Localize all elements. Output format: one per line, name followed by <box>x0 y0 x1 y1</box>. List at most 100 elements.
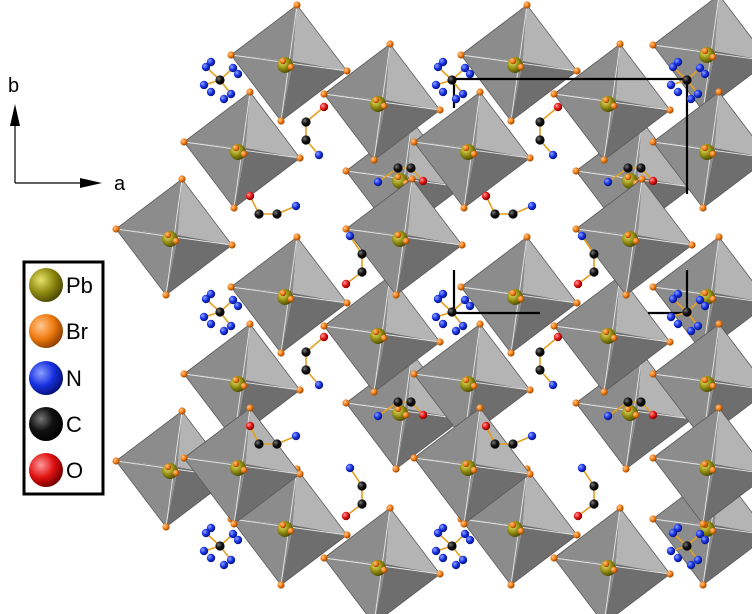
br-atom <box>230 520 238 528</box>
n-atom <box>226 89 236 99</box>
organic-cation <box>481 191 537 219</box>
br-atom <box>320 90 328 98</box>
o-atom <box>245 191 255 201</box>
legend-label-c: C <box>66 412 82 437</box>
br-atom <box>410 454 418 462</box>
ammonium-cation <box>431 523 475 570</box>
br-atom <box>507 117 515 125</box>
octahedron-face <box>116 411 182 467</box>
octahedron-face <box>461 5 527 61</box>
br-atom <box>649 370 657 378</box>
pbbr6-octahedron <box>112 175 236 299</box>
c-atom <box>682 75 692 85</box>
c-atom <box>589 249 599 259</box>
br-atom <box>372 96 380 104</box>
br-atom <box>230 204 238 212</box>
n-atom <box>206 553 216 563</box>
octahedron-face <box>703 464 752 524</box>
br-atom <box>701 460 709 468</box>
br-swatch <box>29 314 63 348</box>
legend-item-c: C <box>29 407 82 441</box>
octahedron-face <box>414 324 480 380</box>
n-atom <box>206 87 216 97</box>
octahedron-face <box>281 293 347 353</box>
br-atom <box>624 173 632 181</box>
n-atom <box>438 553 448 563</box>
octahedron-face <box>231 287 293 353</box>
br-atom <box>436 106 444 114</box>
br-atom <box>699 520 707 528</box>
br-atom <box>507 581 515 589</box>
octahedron-face <box>464 464 530 524</box>
n-atom <box>458 555 468 565</box>
c-atom <box>406 163 416 173</box>
octahedron-face <box>184 458 246 524</box>
n-atom <box>291 431 301 441</box>
octahedron-face <box>231 237 297 293</box>
organic-cation <box>301 102 329 160</box>
n-atom <box>700 535 710 545</box>
br-atom <box>632 237 640 245</box>
br-atom <box>550 322 558 330</box>
n-atom <box>345 231 355 241</box>
octahedron-face <box>324 508 390 564</box>
c-atom <box>272 439 282 449</box>
n-atom <box>460 295 470 305</box>
n-atom <box>686 560 696 570</box>
octahedron-face <box>246 324 300 390</box>
pbbr6-octahedron <box>320 272 444 396</box>
n-atom <box>233 301 243 311</box>
br-atom <box>287 527 295 535</box>
br-atom <box>246 88 254 96</box>
br-atom <box>550 90 558 98</box>
octahedron-face <box>324 326 386 392</box>
octahedron-face <box>374 100 440 160</box>
octahedron-face <box>703 525 752 585</box>
pbbr6-octahedron <box>550 40 674 164</box>
br-atom <box>470 150 478 158</box>
n-atom <box>695 529 705 539</box>
octahedron-face <box>386 508 440 574</box>
pbbr6-octahedron <box>227 233 351 357</box>
br-atom <box>526 154 534 162</box>
octahedron-face <box>604 332 670 392</box>
br-atom <box>699 204 707 212</box>
br-atom <box>227 283 235 291</box>
br-atom <box>293 1 301 9</box>
c-atom <box>636 397 646 407</box>
n-atom <box>666 546 676 556</box>
legend-item-br: Br <box>29 314 88 348</box>
n-atom <box>233 535 243 545</box>
c-atom <box>272 209 282 219</box>
br-atom <box>666 338 674 346</box>
br-atom <box>342 225 350 233</box>
n-atom <box>527 201 537 211</box>
o-atom <box>319 332 329 342</box>
br-atom <box>392 291 400 299</box>
br-atom <box>386 40 394 48</box>
br-atom <box>436 338 444 346</box>
br-atom <box>610 334 618 342</box>
br-atom <box>112 457 120 465</box>
octahedron-face <box>346 179 412 235</box>
octahedron-face <box>461 287 523 353</box>
a-axis-label: a <box>114 173 126 195</box>
octahedron-face <box>653 0 719 51</box>
n-atom <box>373 411 383 421</box>
octahedron-face <box>414 92 480 148</box>
br-atom <box>476 320 484 328</box>
br-atom <box>573 299 581 307</box>
octahedron-face <box>414 458 476 524</box>
ammonium-cation <box>666 57 710 104</box>
legend: Pb Br N C O <box>22 260 105 496</box>
c-atom <box>490 209 500 219</box>
octahedron-face <box>231 5 297 61</box>
br-atom <box>460 520 468 528</box>
n-atom <box>577 231 587 241</box>
octahedron-face <box>523 237 577 303</box>
octahedron-face <box>576 179 642 235</box>
br-atom <box>470 466 478 474</box>
br-atom <box>470 382 478 390</box>
n-atom <box>673 87 683 97</box>
ammonium-cation <box>431 57 475 104</box>
